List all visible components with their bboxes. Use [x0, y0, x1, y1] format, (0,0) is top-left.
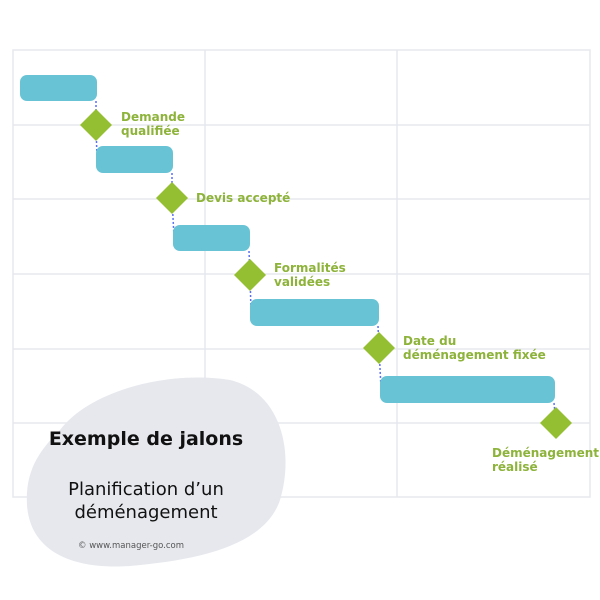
- milestone-label: Demande qualifiée: [121, 110, 185, 138]
- task-bar: [173, 225, 250, 251]
- milestone-label: Formalités validées: [274, 261, 346, 289]
- milestone-diamond: [540, 407, 572, 439]
- title-blob: [26, 377, 286, 567]
- milestone-label: Déménagement réalisé: [492, 446, 600, 474]
- milestone-diamond: [80, 109, 112, 141]
- milestone-label: Devis accepté: [196, 191, 291, 205]
- task-bar: [96, 146, 173, 173]
- task-bar: [20, 75, 97, 101]
- milestone-diamond: [234, 259, 266, 291]
- milestone-diamond: [363, 332, 395, 364]
- task-bar: [380, 376, 555, 403]
- diagram-title: Exemple de jalons: [48, 428, 244, 450]
- task-bar: [250, 299, 379, 326]
- milestone-label: Date du déménagement fixée: [403, 334, 546, 362]
- copyright: © www.manager-go.com: [78, 541, 185, 551]
- milestone-diamond: [156, 182, 188, 214]
- diagram-subtitle: Planification d’un déménagement: [68, 479, 224, 523]
